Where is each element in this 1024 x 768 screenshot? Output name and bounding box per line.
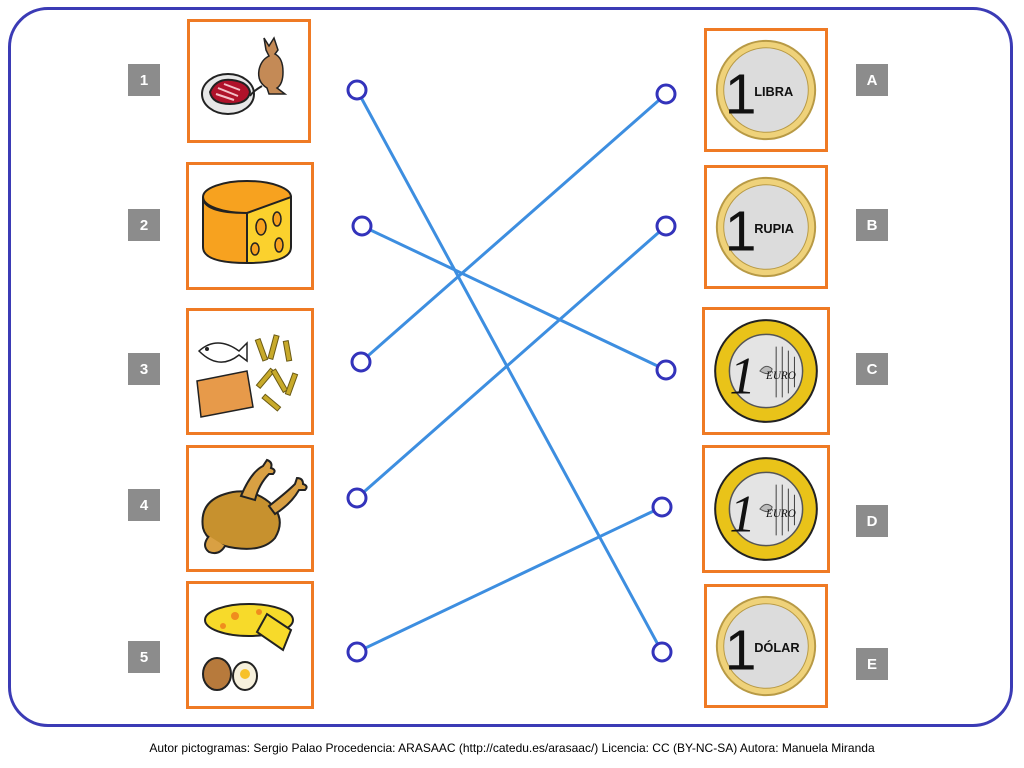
card-potato-omelette <box>186 581 314 709</box>
label-2: 2 <box>128 209 160 241</box>
label-a: A <box>856 64 888 96</box>
right-dot-e[interactable] <box>651 641 673 663</box>
card-fish-sticks-fries <box>186 308 314 435</box>
coin-word: LIBRA <box>754 84 793 99</box>
euro-coin-icon: 1 EURO <box>714 457 818 561</box>
cheese-icon <box>202 180 292 265</box>
card-euro-2: 1 EURO <box>702 445 830 573</box>
right-dot-d[interactable] <box>651 496 673 518</box>
right-dot-c[interactable] <box>655 359 677 381</box>
worksheet-frame <box>8 7 1013 727</box>
meat-kangaroo-icon <box>201 36 288 115</box>
label-e: E <box>856 648 888 680</box>
left-dot-3[interactable] <box>350 351 372 373</box>
label-b: B <box>856 209 888 241</box>
label-4: 4 <box>128 489 160 521</box>
label-d: D <box>856 505 888 537</box>
coin-number: 1 <box>725 63 757 127</box>
label-1: 1 <box>128 64 160 96</box>
coin-number: 1 <box>725 619 757 683</box>
card-roast-chicken <box>186 445 314 572</box>
coin-word: EURO <box>765 508 796 520</box>
label-5: 5 <box>128 641 160 673</box>
coin-word: EURO <box>765 370 796 382</box>
card-meat-kangaroo <box>187 19 311 143</box>
label-3: 3 <box>128 353 160 385</box>
fish-fries-icon <box>196 334 299 418</box>
coin-word: RUPIA <box>754 221 794 236</box>
left-dot-2[interactable] <box>351 215 373 237</box>
label-c: C <box>856 353 888 385</box>
card-euro-1: 1 EURO <box>702 307 830 435</box>
card-cheese <box>186 162 314 290</box>
right-dot-a[interactable] <box>655 83 677 105</box>
right-dot-b[interactable] <box>655 215 677 237</box>
coin-number: 1 <box>725 200 757 264</box>
left-dot-1[interactable] <box>346 79 368 101</box>
euro-coin-icon: 1 EURO <box>714 319 818 423</box>
omelette-icon <box>202 603 294 691</box>
credit-text: Autor pictogramas: Sergio Palao Proceden… <box>149 741 875 755</box>
chicken-icon <box>201 458 308 555</box>
coin-number: 1 <box>729 347 755 405</box>
left-dot-5[interactable] <box>346 641 368 663</box>
coin-number: 1 <box>729 485 755 543</box>
coin-word: DÓLAR <box>754 640 799 655</box>
left-dot-4[interactable] <box>346 487 368 509</box>
